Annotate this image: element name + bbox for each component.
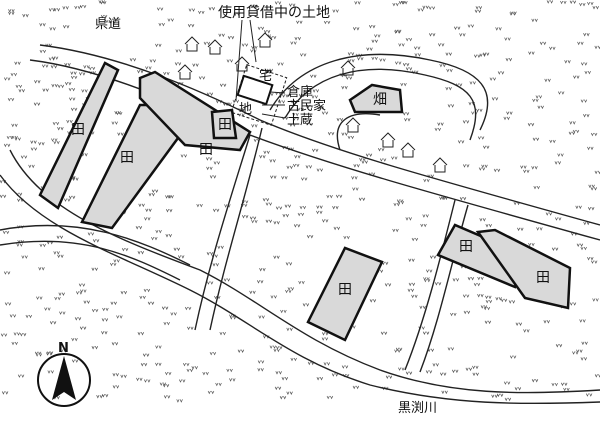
hill-road: [284, 68, 477, 141]
prefectural-road: [39, 44, 600, 226]
map-title: 使用貸借中の土地: [218, 4, 330, 21]
old-house-label: 古民家: [287, 98, 326, 114]
prefectural-road-label: 県道: [95, 17, 121, 32]
field-label: 田: [218, 117, 232, 133]
borrowed-land-boundary: [230, 64, 288, 126]
old-house-building: [236, 74, 274, 106]
leader-line: [235, 19, 243, 101]
field-label: 田: [459, 239, 473, 255]
house-icon: [234, 56, 250, 72]
residential-label: 宅: [259, 69, 272, 84]
side-road: [419, 204, 469, 373]
field-label: 田: [120, 150, 134, 166]
side-road: [209, 127, 263, 331]
rice-field: [475, 228, 572, 310]
house-icon: [257, 32, 273, 48]
house-icon: [380, 132, 396, 148]
north-arrow: N: [37, 341, 91, 407]
house-icon: [345, 117, 361, 133]
field-label: 田: [338, 282, 352, 298]
river-bank: [0, 174, 600, 405]
house-icon: [177, 64, 193, 80]
stream: [0, 240, 181, 281]
north-label: N: [58, 341, 69, 356]
field-label: 田: [536, 270, 550, 286]
house-icon: [184, 36, 200, 52]
side-road: [404, 199, 456, 371]
field-label: 田: [71, 122, 85, 138]
hill-road: [269, 53, 489, 131]
forest-texture: [0, 0, 600, 403]
rice-field: [306, 246, 384, 342]
residential-label: 地: [239, 102, 252, 117]
hill-road: [336, 113, 381, 151]
house-icon: [207, 39, 223, 55]
river-label: 黒渕川: [398, 401, 437, 416]
field-label: 田: [199, 142, 213, 158]
leader-line: [269, 91, 286, 94]
side-road: [194, 134, 251, 331]
river-bank: [9, 149, 600, 394]
house-icon: [432, 157, 448, 173]
tree-marks: [0, 0, 600, 403]
storehouse-label: 土蔵: [287, 113, 313, 128]
upland-field-label: 畑: [373, 92, 387, 108]
leader-line: [249, 19, 257, 63]
leader-line: [261, 113, 286, 119]
rice-field: [38, 61, 120, 210]
upland-field: [348, 83, 404, 114]
stream: [0, 224, 191, 266]
house-icon: [400, 142, 416, 158]
warehouse-label: 倉庫: [287, 85, 313, 100]
rice-field: [210, 108, 238, 140]
